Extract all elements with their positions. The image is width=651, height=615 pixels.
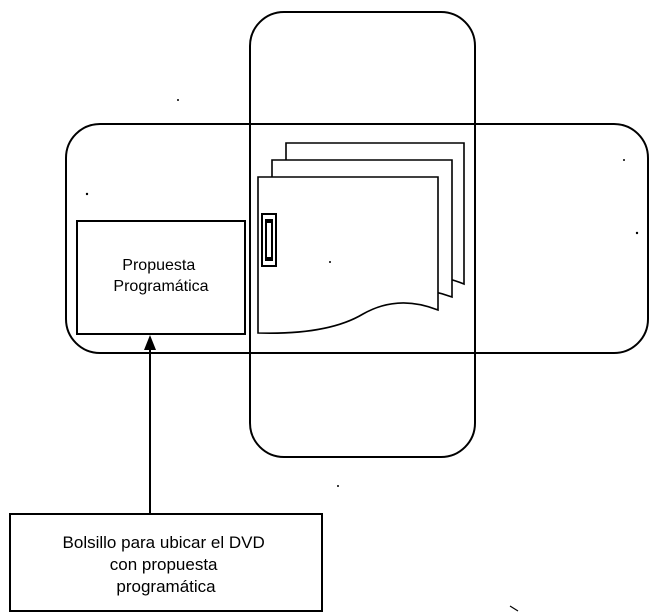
- callout-label-line-3: programática: [116, 577, 216, 596]
- scan-speck: [510, 606, 518, 611]
- callout-arrow-head: [144, 335, 156, 350]
- callout-label-line-1: Bolsillo para ubicar el DVD: [63, 533, 265, 552]
- scan-speck: [329, 261, 331, 263]
- scan-speck: [337, 485, 339, 487]
- binder-clip-icon: [262, 214, 276, 266]
- scan-speck: [86, 193, 88, 195]
- scan-speck: [636, 232, 638, 234]
- scan-speck: [177, 99, 179, 101]
- document-sheet-front: [258, 177, 438, 333]
- scan-speck: [623, 159, 625, 161]
- pocket-label-line-1: Propuesta: [122, 257, 195, 274]
- document-stack-icon: [258, 143, 464, 333]
- binder-clip-slot: [267, 223, 271, 257]
- callout-label-line-2: con propuesta: [110, 555, 218, 574]
- pocket-label-line-2: Programática: [113, 278, 208, 295]
